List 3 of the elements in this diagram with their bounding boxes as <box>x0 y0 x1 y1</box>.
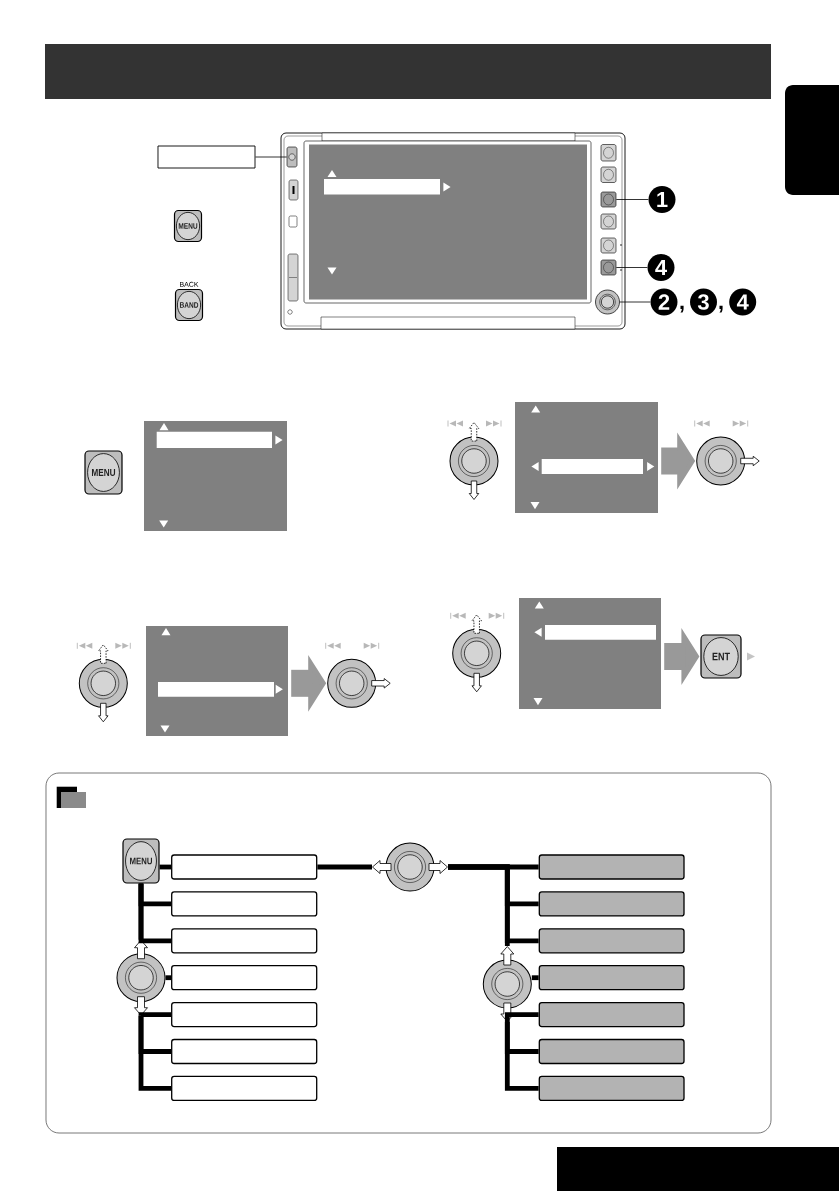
band-button: BAND <box>174 288 204 322</box>
comma: , <box>680 305 684 313</box>
comma: , <box>719 305 723 313</box>
